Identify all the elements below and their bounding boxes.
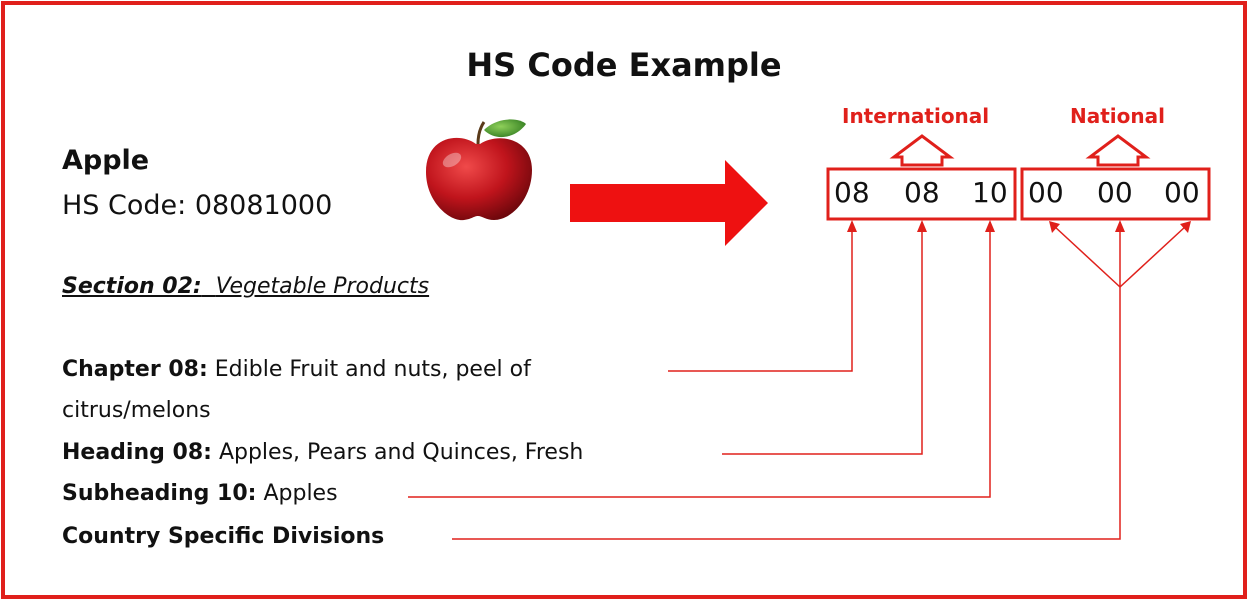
chapter-row-continuation: citrus/melons bbox=[62, 398, 211, 423]
national-label: National bbox=[1070, 104, 1165, 128]
country-branch-right bbox=[1119, 225, 1187, 288]
country-branch-left bbox=[1053, 225, 1121, 288]
item-hs-code: HS Code: 08081000 bbox=[62, 190, 333, 221]
apple-icon bbox=[426, 119, 532, 221]
code-chapter-digits: 08 bbox=[834, 176, 870, 209]
big-right-arrow-icon bbox=[570, 160, 768, 246]
heading-row: Heading 08: Apples, Pears and Quinces, F… bbox=[62, 440, 583, 465]
chapter-connector bbox=[668, 228, 853, 372]
page-title: HS Code Example bbox=[466, 46, 782, 84]
heading-label: Heading 08: bbox=[62, 440, 212, 465]
heading-text: Apples, Pears and Quinces, Fresh bbox=[218, 440, 584, 465]
section-line: Section 02: Vegetable Products bbox=[62, 274, 429, 299]
code-subheading-digits: 10 bbox=[972, 176, 1008, 209]
international-label: International bbox=[842, 104, 990, 128]
code-national-digits-3: 00 bbox=[1164, 176, 1200, 209]
country-connector bbox=[452, 228, 1121, 540]
code-heading-digits: 08 bbox=[904, 176, 940, 209]
subheading-text: Apples bbox=[263, 481, 338, 506]
chapter-label: Chapter 08: bbox=[62, 357, 208, 382]
subheading-label: Subheading 10: bbox=[62, 481, 257, 506]
chapter-row: Chapter 08: Edible Fruit and nuts, peel … bbox=[62, 357, 531, 382]
national-up-arrow-icon bbox=[1085, 134, 1151, 167]
connector-arrowheads bbox=[847, 220, 1191, 233]
international-up-arrow-icon bbox=[889, 134, 955, 167]
item-name: Apple bbox=[62, 145, 150, 176]
section-label: Section 02: bbox=[62, 274, 202, 299]
subheading-row: Subheading 10: Apples bbox=[62, 481, 338, 506]
national-code-box bbox=[1020, 167, 1211, 221]
international-code-box bbox=[826, 167, 1017, 221]
chapter-text: Edible Fruit and nuts, peel of bbox=[214, 357, 531, 382]
country-row: Country Specific Divisions bbox=[62, 524, 384, 549]
heading-connector bbox=[722, 228, 923, 455]
code-national-digits-2: 00 bbox=[1097, 176, 1133, 209]
code-national-digits-1: 00 bbox=[1028, 176, 1064, 209]
subheading-connector bbox=[408, 228, 991, 498]
section-text: Vegetable Products bbox=[215, 274, 430, 299]
connector-lines bbox=[408, 225, 1187, 540]
country-label: Country Specific Divisions bbox=[62, 524, 385, 549]
